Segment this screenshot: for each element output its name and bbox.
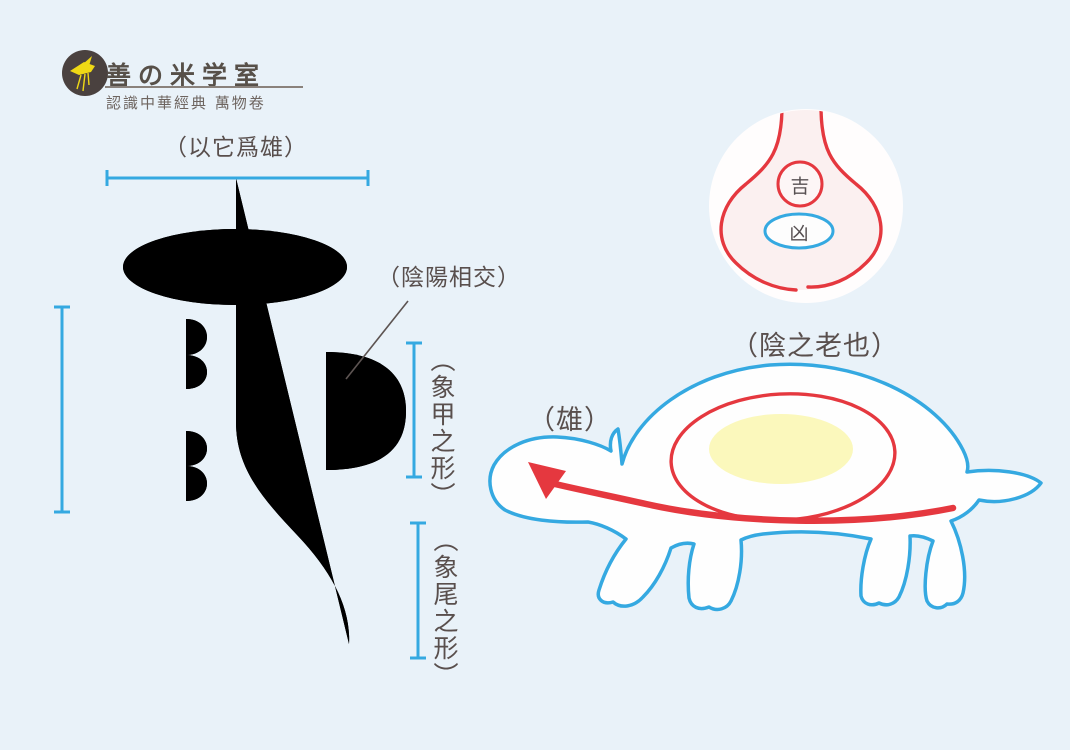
funnel-right-line bbox=[806, 110, 883, 289]
bird-logo-icon bbox=[62, 50, 108, 96]
seal-script-glyph-core bbox=[90, 178, 406, 644]
measure-top bbox=[105, 170, 370, 186]
measure-shell bbox=[406, 341, 422, 479]
fortune-emblem bbox=[709, 109, 903, 303]
label-turtle-head: （雄） bbox=[528, 405, 612, 436]
funnel-left-line bbox=[719, 110, 798, 292]
label-head-annotation: （以它爲雄） bbox=[164, 135, 308, 161]
label-cross-annotation: （陰陽相交） bbox=[377, 265, 521, 291]
pointer-line bbox=[345, 300, 409, 380]
xiong-ellipse bbox=[763, 212, 835, 250]
measure-tail bbox=[410, 521, 426, 660]
shell-yellow-ellipse bbox=[709, 414, 853, 484]
arrow-head bbox=[528, 462, 566, 499]
arrow-shaft bbox=[551, 480, 957, 524]
measure-lines bbox=[54, 170, 426, 660]
measure-left bbox=[54, 305, 70, 514]
logo-subtitle: 認識中華經典 萬物卷 bbox=[106, 94, 266, 112]
xiong-character: 凶 bbox=[789, 222, 809, 245]
turtle-body bbox=[488, 362, 1043, 612]
ji-character: 吉 bbox=[790, 175, 810, 198]
logo-divider bbox=[105, 86, 303, 88]
label-turtle-shell: （陰之老也） bbox=[731, 331, 899, 362]
ji-circle bbox=[776, 160, 824, 208]
label-shell-annotation: （象甲之形） bbox=[427, 347, 456, 509]
logo-title: 善の米学室 bbox=[106, 61, 267, 90]
label-tail-annotation: （象尾之形） bbox=[430, 527, 459, 689]
turtle-figure bbox=[488, 362, 1043, 612]
